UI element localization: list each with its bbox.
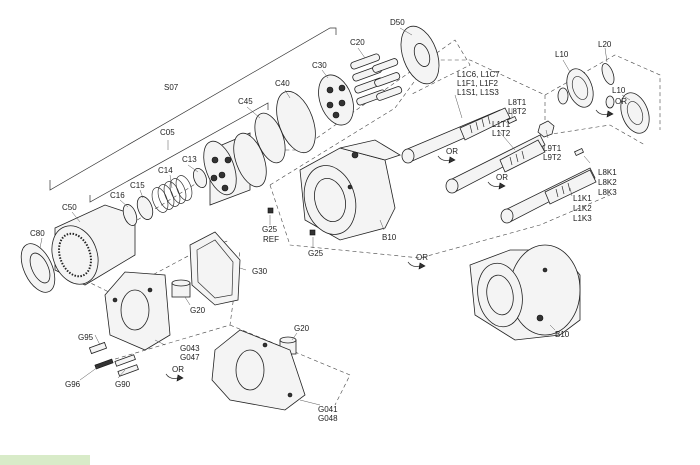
part-c30 [318,74,354,126]
label-c05: C05 [160,128,175,137]
part-c80 [20,243,56,293]
or-arrows [165,109,614,382]
part-g25 [267,207,316,236]
label-c14: C14 [158,166,173,175]
part-l8t-key [506,115,518,125]
label-g043: G043 [180,344,200,353]
leader-lines [39,27,631,406]
label-g048: G048 [318,414,338,423]
label-g30: G30 [252,267,268,276]
rotating-group [20,25,440,293]
label-g047: G047 [180,353,200,362]
label-g20-lower: G20 [294,324,310,333]
label-l9t2: L9T2 [543,153,562,162]
label-or-4: OR [615,97,627,106]
label-c45: C45 [238,97,253,106]
part-l9t-nut [537,120,555,138]
part-c16 [122,204,138,226]
part-l20-ring [601,63,615,85]
label-l8k1: L8K1 [598,168,617,177]
label-l9t1: L9T1 [543,144,562,153]
label-g95: G95 [78,333,94,342]
label-s07: S07 [164,83,179,92]
part-l8k-key [573,147,585,157]
gear-housing-parts [88,231,306,411]
part-c40 [276,90,316,154]
label-g25-lower: G25 [308,249,324,258]
label-l1k1: L1K1 [573,194,592,203]
label-c30: C30 [312,61,327,70]
label-c50: C50 [62,203,77,212]
label-b10-right: B10 [555,330,570,339]
label-l1k2: L1K2 [573,204,592,213]
or-arrow-icon-3 [407,261,421,267]
label-b10-middle: B10 [382,233,397,242]
label-l1t1: L1T1 [492,120,511,129]
part-l10-bearing-a [566,68,594,108]
part-g20-a [171,279,191,298]
label-l10-top: L10 [555,50,569,59]
part-g041-housing [211,329,306,411]
label-c15: C15 [130,181,145,190]
part-c14 [151,175,193,213]
part-l1c-shaft [401,107,511,164]
part-c05-cylinder [203,132,267,206]
part-labels: S07 C05 D50 C20 C30 C40 C45 C13 C14 C15 … [30,18,627,423]
part-g96 [94,358,114,370]
part-b10-housing [299,139,401,241]
part-c13 [193,167,207,189]
label-or-5: OR [172,365,184,374]
label-l20: L20 [598,40,612,49]
label-or-2: OR [496,173,508,182]
label-g041: G041 [318,405,338,414]
part-g30 [189,231,241,306]
part-l10-bearing-b [620,92,650,134]
label-c40: C40 [275,79,290,88]
label-g96: G96 [65,380,81,389]
label-g90: G90 [115,380,131,389]
part-g043-housing [104,271,171,351]
label-ref: REF [263,235,279,244]
footer-strip [0,455,90,465]
part-c20-pistons [350,53,403,106]
label-l8t1: L8T1 [508,98,527,107]
label-c13: C13 [182,155,197,164]
or-arrow-icon-5 [165,373,179,379]
label-l1c: L1C6, L1C7 [457,70,500,79]
part-d50 [400,25,440,85]
label-l1t2: L1T2 [492,129,511,138]
label-or-1: OR [446,147,458,156]
bearing-group [557,63,650,134]
part-l1k-shaft [500,167,597,224]
or-arrow-icon-4 [595,109,609,115]
label-g20-upper: G20 [190,306,206,315]
part-l1t-shaft [445,134,546,194]
part-g90 [114,354,139,377]
label-l1k3: L1K3 [573,214,592,223]
label-l10-right: L10 [612,86,626,95]
label-l8k2: L8K2 [598,178,617,187]
part-c50 [51,204,136,286]
part-b10-right-housing [469,244,581,341]
part-g95 [88,341,108,355]
label-l1f: L1F1, L1F2 [457,79,498,88]
label-l8k3: L8K3 [598,188,617,197]
or-arrow-icon-2 [487,181,501,187]
label-or-3: OR [416,253,428,262]
label-d50: D50 [390,18,405,27]
or-arrow-icon-1 [437,155,451,161]
label-c16: C16 [110,191,125,200]
label-c20: C20 [350,38,365,47]
part-c15 [136,196,154,220]
label-l1s: L1S1, L1S3 [457,88,499,97]
shafts [401,107,597,224]
label-g25-upper: G25 [262,225,278,234]
label-l8t2: L8T2 [508,107,527,116]
label-c80: C80 [30,229,45,238]
